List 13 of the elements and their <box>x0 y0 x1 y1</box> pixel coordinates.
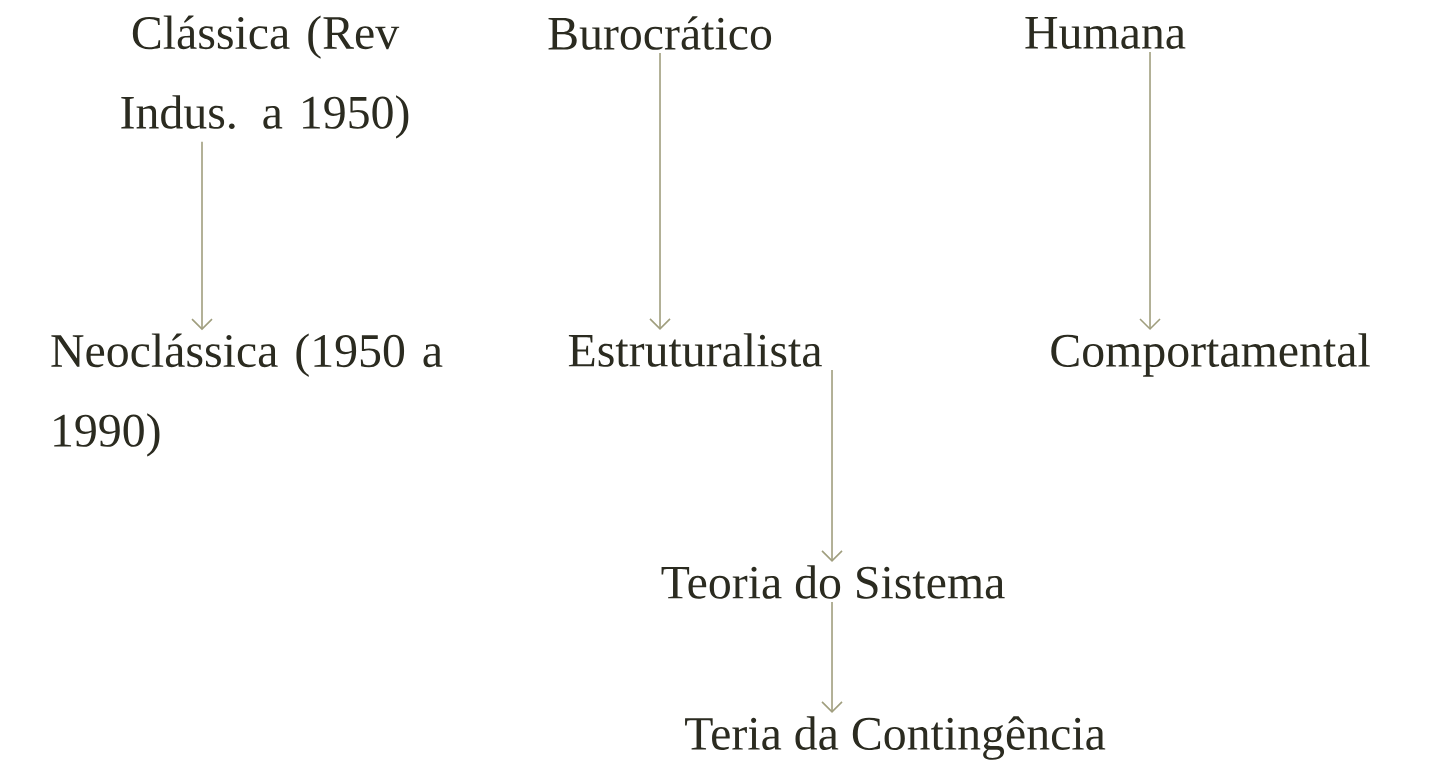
text-label: Burocrático <box>548 16 772 50</box>
arrow <box>1139 51 1161 331</box>
text-label: Humana <box>1025 17 1186 49</box>
arrow <box>821 369 843 562</box>
text-label: Clássica (Rev Indus. a 1950) <box>121 15 409 139</box>
arrow <box>649 52 671 330</box>
text-label: Estruturalista <box>568 333 822 367</box>
text-label: Teoria do Sistema <box>661 565 1005 599</box>
text-label: Neoclássica (1950 a 1990) <box>51 333 443 457</box>
text-label: Comportamental <box>1051 333 1370 377</box>
text-label: Teria da Contingência <box>685 716 1106 760</box>
arrow <box>191 140 213 331</box>
arrow <box>821 601 843 713</box>
